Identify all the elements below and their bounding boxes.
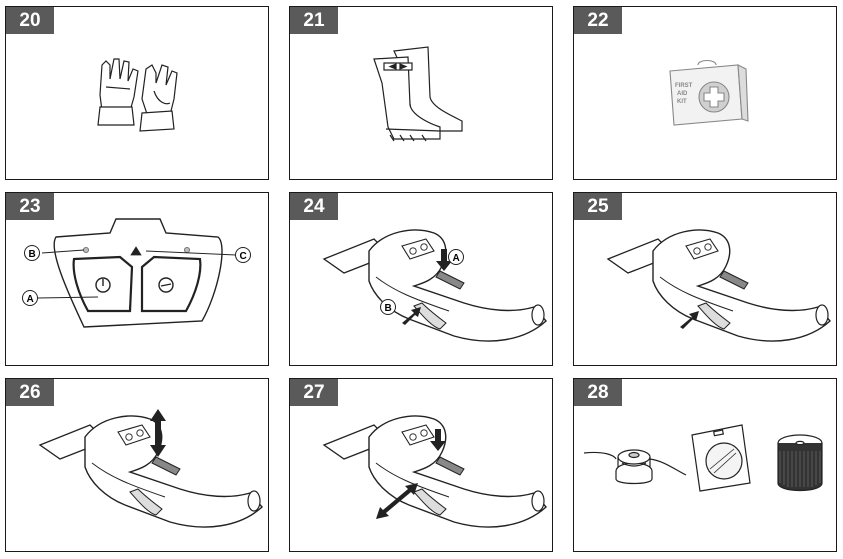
- panel-number: 21: [290, 7, 338, 34]
- control-panel-icon: B C A: [22, 218, 251, 328]
- callout-b: B: [385, 303, 392, 314]
- callout-a: A: [27, 294, 34, 305]
- panel-28: 28: [573, 378, 837, 552]
- trimmer-line-icon: [583, 424, 823, 492]
- handle-trigger-icon: [607, 229, 831, 342]
- boots-icon: [373, 46, 463, 142]
- gloves-icon: [97, 58, 178, 132]
- panel-number: 27: [290, 379, 338, 406]
- first-aid-kit-icon: FIRST AID KIT: [669, 59, 749, 126]
- handle-trigger-icon: [39, 409, 263, 528]
- panel-27: 27: [289, 378, 553, 552]
- panel-number: 24: [290, 193, 338, 220]
- panel-number: 20: [6, 7, 54, 34]
- panel-number: 26: [6, 379, 54, 406]
- callout-b: B: [29, 249, 36, 260]
- panel-number: 28: [574, 379, 622, 406]
- panel-number: 25: [574, 193, 622, 220]
- panel-21: 21: [289, 6, 553, 180]
- panel-20: 20: [5, 6, 269, 180]
- handle-trigger-icon: A B: [323, 229, 547, 342]
- handle-trigger-icon: [323, 415, 547, 528]
- kit-label-line1: FIRST: [675, 83, 693, 89]
- callout-c: C: [240, 251, 247, 262]
- panel-22: 22 FIRST AID KIT: [573, 6, 837, 180]
- panel-number: 22: [574, 7, 622, 34]
- panel-number: 23: [6, 193, 54, 220]
- panel-23: 23 B: [5, 192, 269, 366]
- panel-26: 26: [5, 378, 269, 552]
- panel-25: 25: [573, 192, 837, 366]
- panel-24: 24 A B: [289, 192, 553, 366]
- callout-a: A: [453, 253, 460, 264]
- kit-label-line2: AID: [677, 91, 688, 97]
- kit-label-line3: KIT: [677, 99, 687, 105]
